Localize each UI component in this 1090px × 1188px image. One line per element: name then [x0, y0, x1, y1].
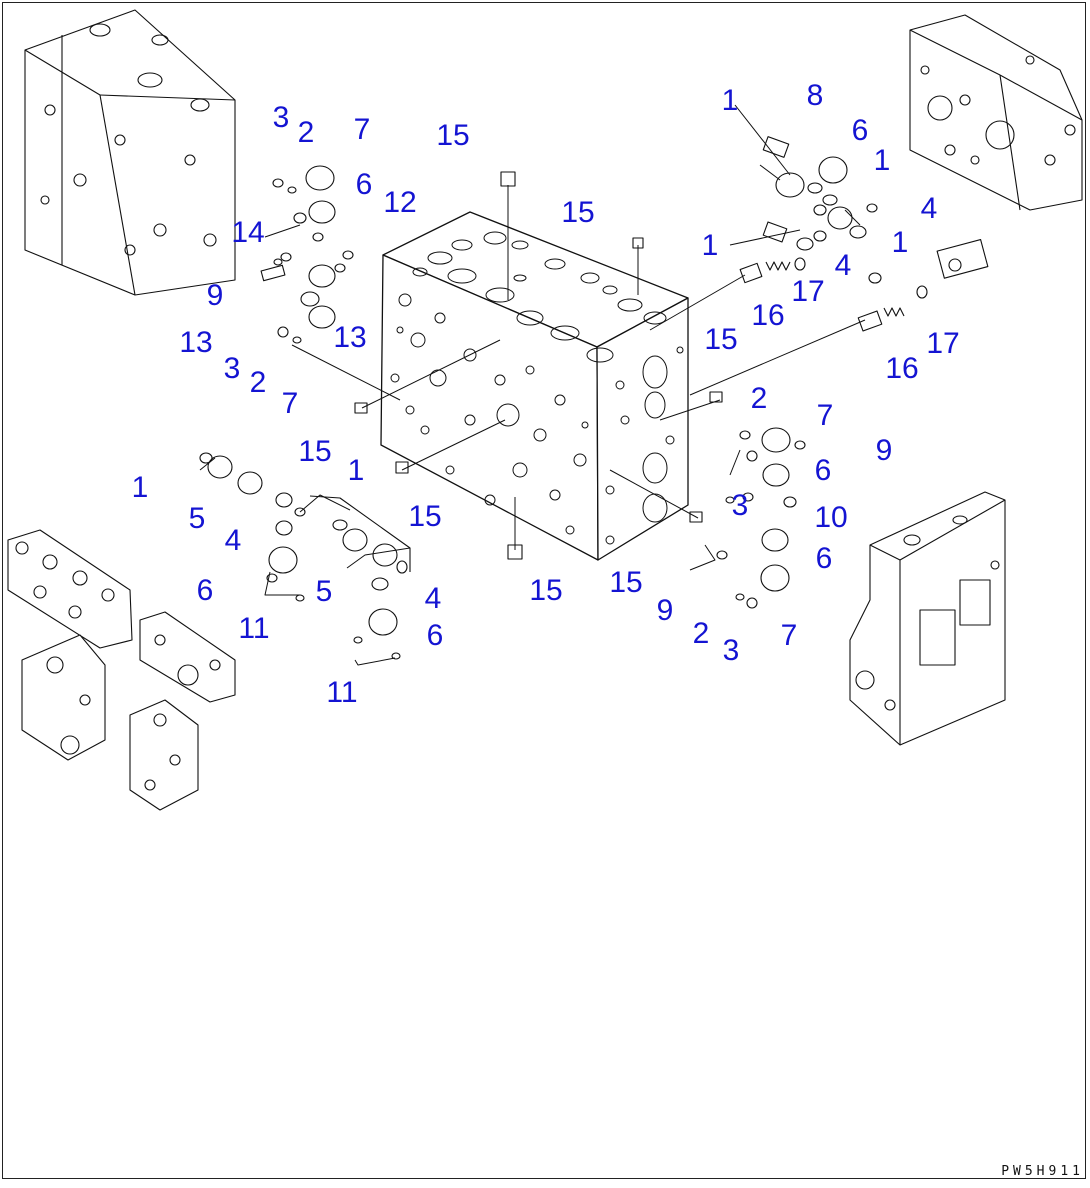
- callout-label: 2: [693, 617, 710, 650]
- callout-label: 1: [892, 226, 909, 259]
- callout-label: 1: [702, 229, 719, 262]
- callout-label: 16: [751, 299, 784, 332]
- callout-label: 1: [722, 84, 739, 117]
- leader-lines: [199, 104, 866, 666]
- callout-label: 15: [704, 323, 737, 356]
- callout-label: 11: [238, 612, 269, 645]
- callout-label: 7: [282, 387, 299, 420]
- callout-label: 9: [657, 594, 674, 627]
- callout-label: 4: [921, 192, 938, 225]
- small-parts: [199, 136, 928, 660]
- callout-label: 3: [273, 101, 290, 134]
- valve-thumbnail-top-left: [24, 9, 236, 296]
- callout-label: 7: [781, 619, 798, 652]
- callout-label: 9: [876, 434, 893, 467]
- callout-label: 10: [814, 501, 847, 534]
- callout-label: 12: [383, 186, 416, 219]
- valve-thumbnail-top-right: [909, 14, 1083, 279]
- callout-label: 6: [197, 574, 214, 607]
- main-valve-body: [380, 211, 689, 561]
- callout-label: 15: [436, 119, 469, 152]
- callout-label: 1: [132, 471, 149, 504]
- drawing-code: PW5H911: [1001, 1164, 1084, 1179]
- callout-label: 7: [354, 113, 371, 146]
- callout-label: 3: [224, 352, 241, 385]
- callout-label: 17: [791, 275, 824, 308]
- callout-label: 4: [225, 524, 242, 557]
- callout-label: 4: [835, 249, 852, 282]
- valve-thumbnail-bottom-left: [7, 529, 236, 811]
- callout-label: 13: [179, 326, 212, 359]
- callout-label: 13: [333, 321, 366, 354]
- callout-label: 7: [817, 399, 834, 432]
- callout-label: 15: [561, 196, 594, 229]
- callout-label: 6: [815, 454, 832, 487]
- callout-label: 1: [348, 454, 365, 487]
- callout-label: 2: [751, 382, 768, 415]
- callout-label: 3: [732, 489, 749, 522]
- callout-label: 16: [885, 352, 918, 385]
- callout-label: 15: [529, 574, 562, 607]
- callout-label: 6: [852, 114, 869, 147]
- callout-label: 4: [425, 582, 442, 615]
- callout-label: 8: [807, 79, 824, 112]
- callout-label: 9: [207, 279, 224, 312]
- callout-label: 11: [326, 676, 357, 709]
- valve-thumbnail-bottom-right: [849, 491, 1006, 746]
- callout-label: 3: [723, 634, 740, 667]
- callout-label: 6: [356, 168, 373, 201]
- callout-label: 2: [298, 116, 315, 149]
- callout-label: 6: [427, 619, 444, 652]
- callout-label: 5: [189, 502, 206, 535]
- callout-label: 15: [609, 566, 642, 599]
- callout-label: 5: [316, 575, 333, 608]
- callout-label: 14: [231, 216, 264, 249]
- callout-label: 15: [408, 500, 441, 533]
- callout-label: 2: [250, 366, 267, 399]
- callout-label: 1: [874, 144, 891, 177]
- callout-label: 6: [816, 542, 833, 575]
- callout-label: 15: [298, 435, 331, 468]
- callout-label: 17: [926, 327, 959, 360]
